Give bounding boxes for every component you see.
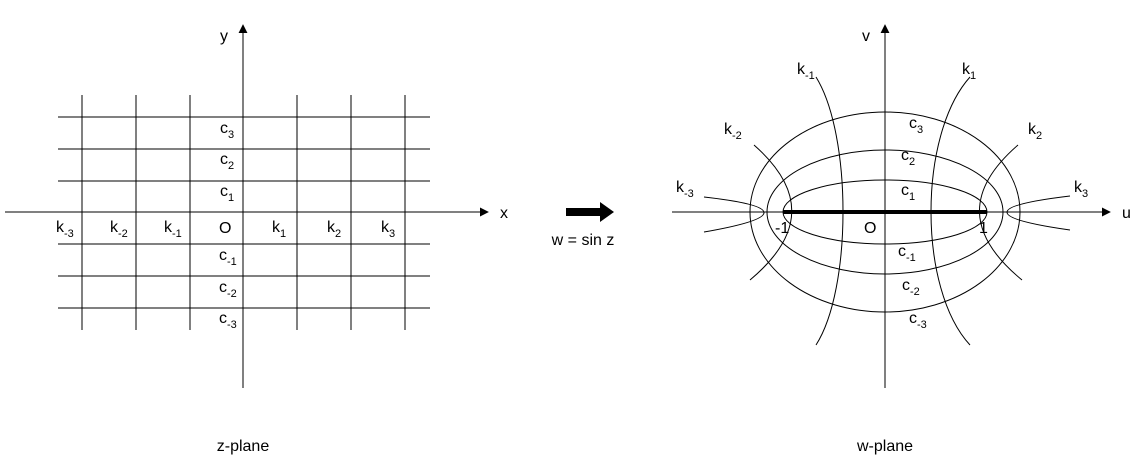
w-hyperbola xyxy=(703,196,765,233)
w-c-label: c1 xyxy=(901,182,915,203)
z-c-label: c3 xyxy=(220,120,234,141)
u-axis-label: u xyxy=(1122,205,1131,222)
z-k-label: k3 xyxy=(381,219,395,240)
z-origin-label: O xyxy=(219,220,231,237)
w-k-label: k1 xyxy=(962,61,976,82)
w-plane-caption: w-plane xyxy=(856,438,913,455)
z-k-label: k-3 xyxy=(56,219,74,240)
w-origin-label: O xyxy=(864,220,876,237)
w-k-label: k-2 xyxy=(724,121,742,142)
mapping-arrow-icon xyxy=(566,202,614,222)
w-plane: u v O -1 1 k-1 k1 k-2 k2 k-3 k3 c3 c2 c1… xyxy=(672,24,1131,455)
z-c-label: c1 xyxy=(220,183,234,204)
w-one-label: 1 xyxy=(979,220,988,237)
z-c-label: c-1 xyxy=(219,247,237,268)
w-c-label: c-1 xyxy=(898,243,916,264)
w-k-label: k2 xyxy=(1028,121,1042,142)
w-k-label: k-3 xyxy=(676,179,694,200)
z-c-label: c2 xyxy=(220,151,234,172)
y-axis-label: y xyxy=(220,28,228,45)
w-hyperbola xyxy=(1006,195,1071,231)
z-k-label: k-2 xyxy=(110,219,128,240)
mapping: w = sin z xyxy=(551,202,615,249)
z-c-label: c-3 xyxy=(219,310,237,331)
z-k-label: k-1 xyxy=(164,219,182,240)
w-c-label: c3 xyxy=(909,115,923,136)
w-c-label: c2 xyxy=(901,147,915,168)
z-plane: x y O k-3 k-2 k-1 k1 k2 k3 c3 c2 c1 c-1 … xyxy=(5,24,508,455)
v-axis-label: v xyxy=(862,28,870,45)
z-k-label: k1 xyxy=(272,219,286,240)
w-minus-one-label: -1 xyxy=(775,220,789,237)
w-k-label: k3 xyxy=(1074,179,1088,200)
w-c-label: c-3 xyxy=(909,310,927,331)
z-c-label: c-2 xyxy=(219,279,237,300)
w-k-label: k-1 xyxy=(797,61,815,82)
mapping-label: w = sin z xyxy=(551,232,615,249)
z-k-label: k2 xyxy=(327,219,341,240)
w-c-label: c-2 xyxy=(902,277,920,298)
x-axis-label: x xyxy=(500,205,508,222)
z-plane-caption: z-plane xyxy=(217,438,270,455)
